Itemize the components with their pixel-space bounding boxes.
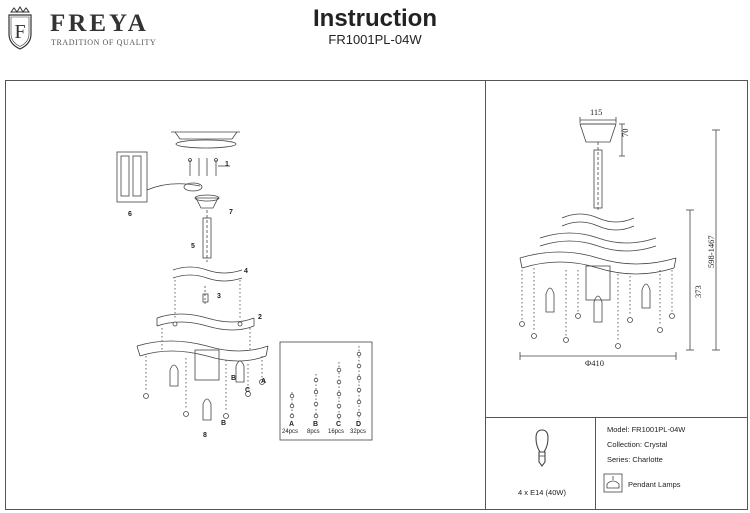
chain-count-a: 24pcs (282, 429, 299, 435)
part-label-3: 3 (217, 293, 221, 300)
part-label-7: 7 (229, 209, 233, 216)
bulb-panel (486, 417, 596, 510)
chain-count-d: 32pcs (350, 429, 367, 435)
part-label-c: C (245, 387, 251, 394)
part-label-4: 4 (244, 268, 248, 275)
assembly-panel (5, 80, 486, 510)
spec-collection: Collection: Crystal (607, 440, 668, 449)
document-model-code: FR1001PL-04W (328, 32, 422, 47)
spec-model: Model: FR1001PL-04W (607, 425, 686, 434)
part-label-5: 5 (191, 243, 195, 250)
chain-count-c: 16pcs (328, 429, 345, 435)
chain-letter-d: D (356, 421, 362, 428)
spec-type: Pendant Lamps (628, 480, 681, 489)
brand-tagline: TRADITION OF QUALITY (51, 38, 157, 47)
bulb-spec: 4 x E14 (40W) (518, 488, 566, 497)
part-label-a: A (261, 378, 267, 385)
part-label-1: 1 (225, 161, 229, 168)
part-label-8: 8 (203, 432, 207, 439)
part-label-b-lower: B (221, 420, 227, 427)
chain-letter-a: A (289, 421, 295, 428)
spec-panel (595, 417, 748, 510)
part-label-b: B (231, 375, 237, 382)
dim-total-height: 598-1467 (706, 235, 716, 268)
spec-series: Series: Charlotte (607, 455, 663, 464)
brand-logo-letter: F (14, 21, 25, 43)
chain-letter-c: C (336, 421, 342, 428)
part-label-6: 6 (128, 211, 132, 218)
dim-canopy-height: 70 (620, 128, 630, 138)
dim-canopy-width: 115 (590, 107, 603, 117)
chain-letter-b: B (313, 421, 319, 428)
part-label-2: 2 (258, 314, 262, 321)
brand-logo: F (5, 6, 35, 50)
chain-count-b: 8pcs (307, 429, 320, 435)
brand-name: FREYA (50, 10, 149, 37)
dim-body-height: 373 (693, 285, 703, 298)
document-title: Instruction (313, 5, 437, 32)
dim-diameter: Φ410 (585, 358, 604, 368)
